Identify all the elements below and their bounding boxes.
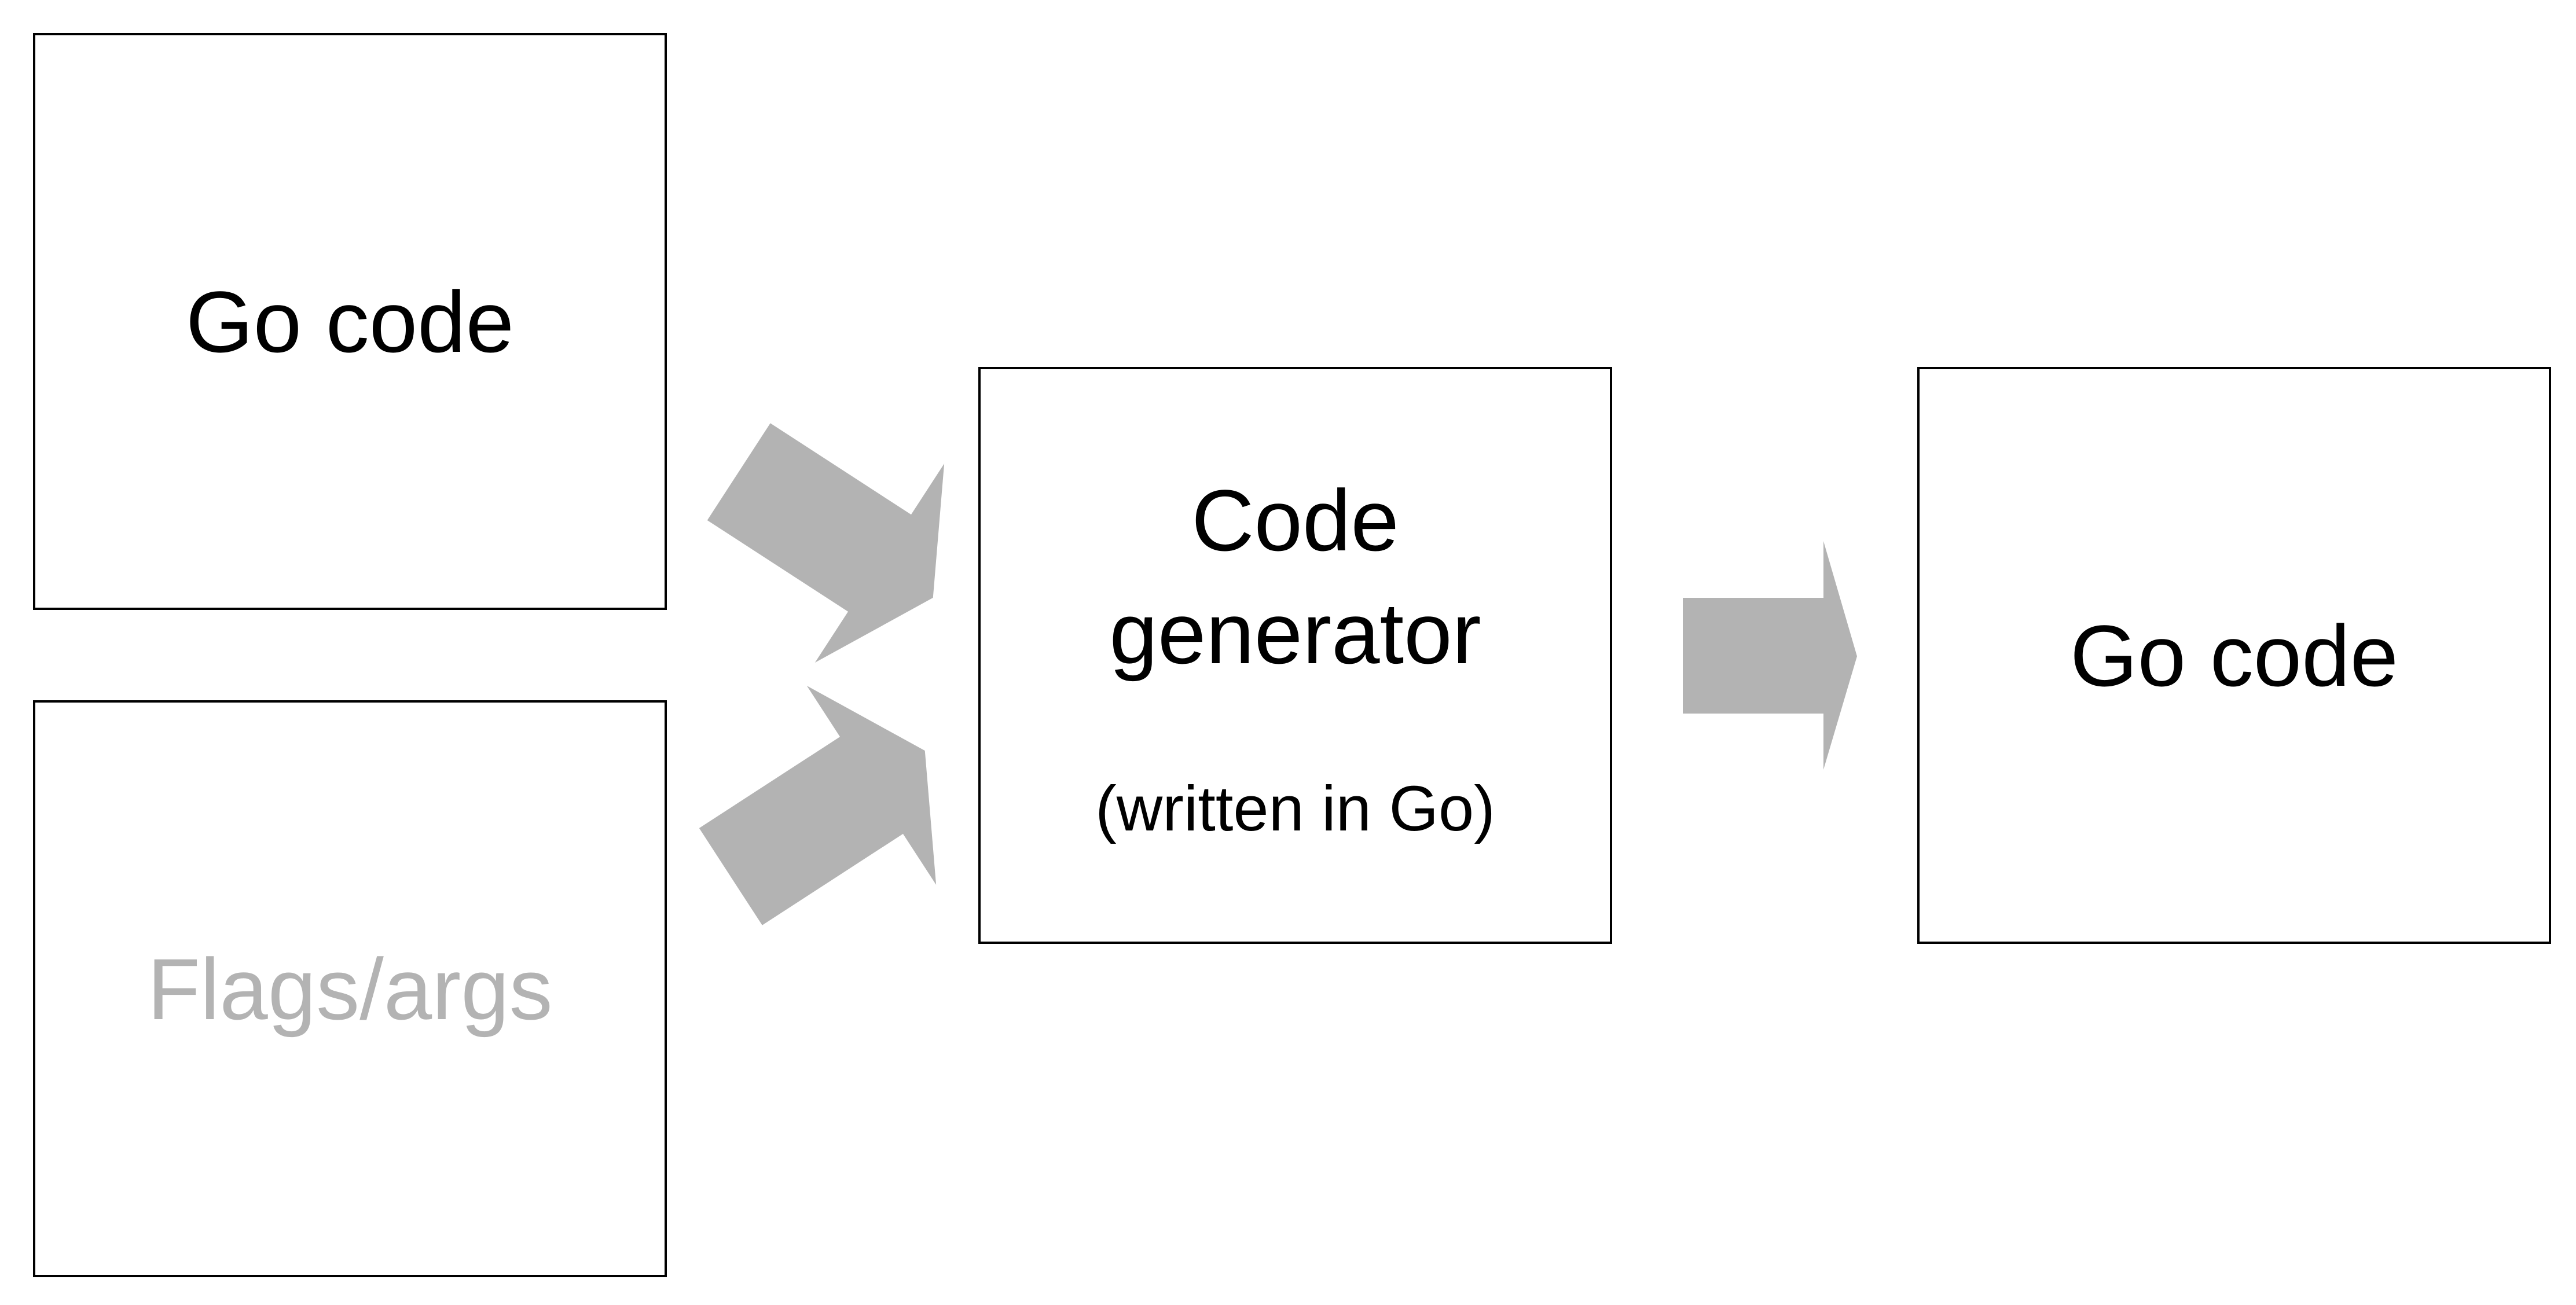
output-go-code-label: Go code	[2069, 606, 2399, 704]
arrow-generator-to-output-icon	[1683, 541, 1857, 770]
arrow-input-code-to-generator-icon	[707, 423, 945, 663]
code-generator-note: (written in Go)	[1095, 773, 1495, 844]
input-go-code-box: Go code	[33, 33, 667, 610]
input-go-code-label: Go code	[185, 273, 515, 370]
code-generator-box: Code generator (written in Go)	[978, 367, 1612, 944]
flags-args-label: Flags/args	[147, 940, 553, 1038]
code-generator-title: Code generator	[1109, 464, 1481, 690]
output-go-code-box: Go code	[1917, 367, 2551, 944]
code-generator-title-line1: Code	[1191, 471, 1399, 569]
code-generator-title-line2: generator	[1109, 584, 1481, 682]
arrow-flags-args-to-generator-icon	[699, 686, 937, 925]
flags-args-box: Flags/args	[33, 700, 667, 1277]
